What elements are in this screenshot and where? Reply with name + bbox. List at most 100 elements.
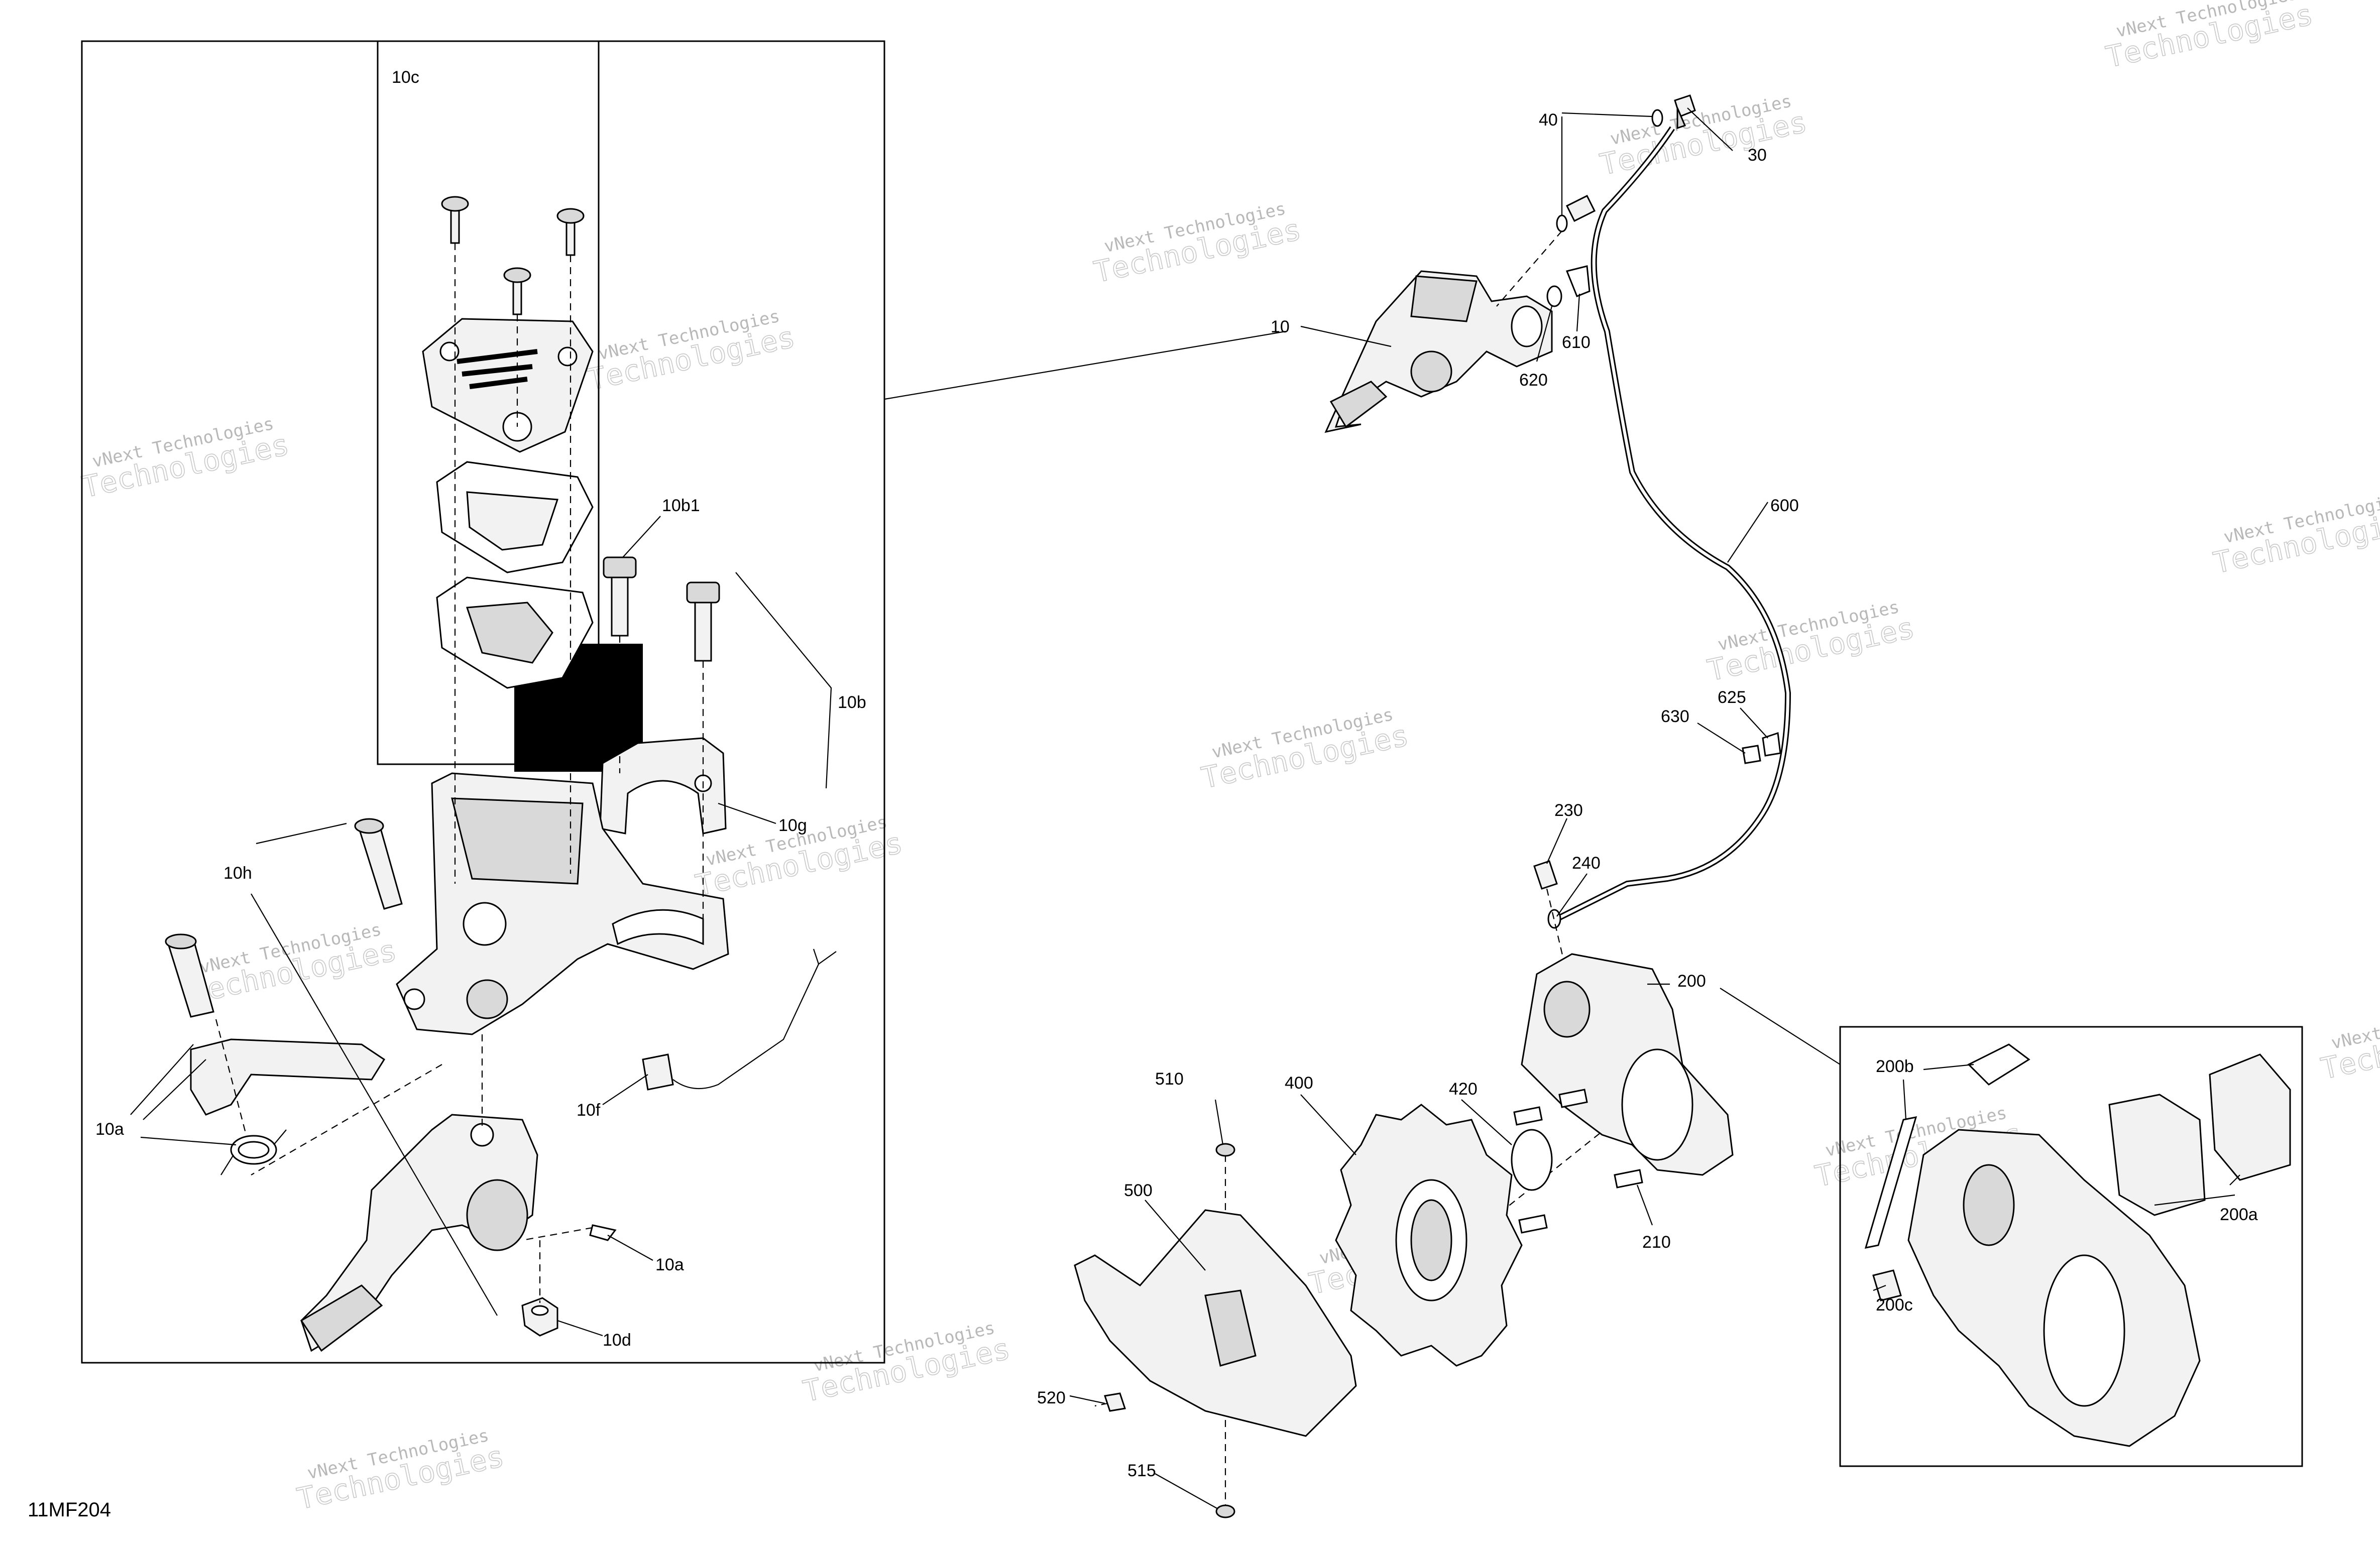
hose-guide-625 <box>1762 732 1781 757</box>
bolt-10b <box>686 581 720 662</box>
leader-420 <box>1461 1099 1512 1145</box>
callout-10g: 10g <box>778 816 807 835</box>
callout-620: 620 <box>1519 371 1548 390</box>
brake-lever-assembly <box>300 1114 538 1352</box>
callout-515: 515 <box>1127 1461 1156 1480</box>
leader-40 <box>1561 112 1653 216</box>
callout-630: 630 <box>1661 707 1689 726</box>
banjo-bolt-30 <box>1674 94 1696 130</box>
master-cylinder-assembled <box>1324 270 1553 433</box>
leader-210 <box>1636 1184 1653 1226</box>
callout-600: 600 <box>1770 496 1799 515</box>
callout-500: 500 <box>1124 1181 1153 1200</box>
bleeder-230 <box>1533 860 1558 890</box>
bleeder-200c <box>1872 1269 1902 1301</box>
callout-40: 40 <box>1539 110 1558 130</box>
washer-40 <box>1651 109 1663 127</box>
leader-30 <box>1687 107 1733 151</box>
leader-500 <box>1145 1200 1206 1271</box>
callout-30: 30 <box>1748 146 1767 165</box>
bolt-10b1 <box>603 556 637 637</box>
nut-10d <box>521 1297 558 1337</box>
caliper-pin-210 <box>1513 1106 1543 1126</box>
assembly-axis <box>215 1019 247 1135</box>
callout-200c: 200c <box>1876 1295 1913 1315</box>
callout-10b1: 10b1 <box>662 496 700 515</box>
callout-200a: 200a <box>2220 1205 2258 1224</box>
brake-pad-200a <box>2209 1053 2291 1181</box>
pin-10a <box>589 1224 617 1241</box>
grommet-620 <box>1546 285 1562 307</box>
drawing-code: 11MF204 <box>28 1499 111 1521</box>
callout-10c: 10c <box>392 68 419 87</box>
cap-gasket <box>436 461 594 573</box>
screw-10c <box>441 196 469 244</box>
callout-10a-right: 10a <box>655 1255 684 1274</box>
brake-disc-400 <box>1335 1104 1523 1367</box>
pad-pin-200b <box>1864 1116 1917 1249</box>
leader-10 <box>1300 325 1392 347</box>
clip-630 <box>1742 745 1761 764</box>
screw-10c <box>556 208 585 256</box>
pivot-bolt-10h <box>354 818 403 910</box>
callout-10d: 10d <box>603 1331 631 1350</box>
leader-510 <box>1214 1099 1224 1145</box>
caliper-pin-210 <box>1518 1214 1548 1234</box>
screw-10c <box>503 267 531 315</box>
hose-fitting <box>1565 194 1596 222</box>
callout-510: 510 <box>1155 1070 1184 1089</box>
callout-400: 400 <box>1285 1074 1313 1093</box>
callout-625: 625 <box>1718 688 1746 707</box>
leader-515 <box>1155 1473 1218 1509</box>
washer-40 <box>1556 214 1568 232</box>
callout-10: 10 <box>1271 317 1290 336</box>
reservoir-cap <box>422 318 594 453</box>
assembly-axis <box>522 1227 593 1241</box>
brake-hose-600-inner <box>1556 127 1790 920</box>
caliper-pin-210 <box>1614 1169 1643 1189</box>
leader-10f <box>602 1074 648 1105</box>
callout-10h: 10h <box>223 864 252 883</box>
leader-10d <box>557 1320 603 1337</box>
o-ring-420 <box>1511 1129 1553 1191</box>
leader-10h <box>251 822 498 1316</box>
reservoir-diaphragm <box>436 576 594 689</box>
leader-400 <box>1300 1094 1356 1155</box>
leader-10b <box>735 572 832 789</box>
leader-10a <box>130 1044 237 1146</box>
callout-240: 240 <box>1572 854 1601 873</box>
torsion-spring-10a <box>220 1129 287 1175</box>
screw-515 <box>1215 1504 1235 1518</box>
callout-420: 420 <box>1449 1080 1478 1099</box>
callout-230: 230 <box>1554 801 1583 820</box>
callout-610: 610 <box>1562 333 1591 352</box>
assembly-axis <box>1496 230 1562 307</box>
disc-guard-500 <box>1074 1209 1357 1437</box>
callout-200: 200 <box>1677 972 1706 991</box>
nut-520 <box>1104 1392 1126 1412</box>
leader-10a-right <box>607 1235 653 1261</box>
clip-610 <box>1565 265 1591 297</box>
master-cylinder-body <box>396 772 729 1035</box>
detail-frame-caliper <box>1839 1026 2303 1467</box>
leader-200b <box>1902 1063 1974 1120</box>
callout-200b: 200b <box>1876 1057 1914 1076</box>
leader-520 <box>1069 1395 1105 1404</box>
pad-clip-200b <box>1967 1043 2030 1086</box>
leader-10g <box>718 802 776 824</box>
callout-10b: 10b <box>838 693 866 712</box>
brake-light-switch-10f <box>642 948 837 1091</box>
leader-240 <box>1556 873 1588 917</box>
caliper-200 <box>1521 953 1734 1176</box>
callout-10f: 10f <box>577 1101 601 1120</box>
parking-lever-10a <box>190 1038 386 1116</box>
frame-connector-line <box>1720 988 1841 1065</box>
pivot-bolt-10a <box>165 933 214 1018</box>
